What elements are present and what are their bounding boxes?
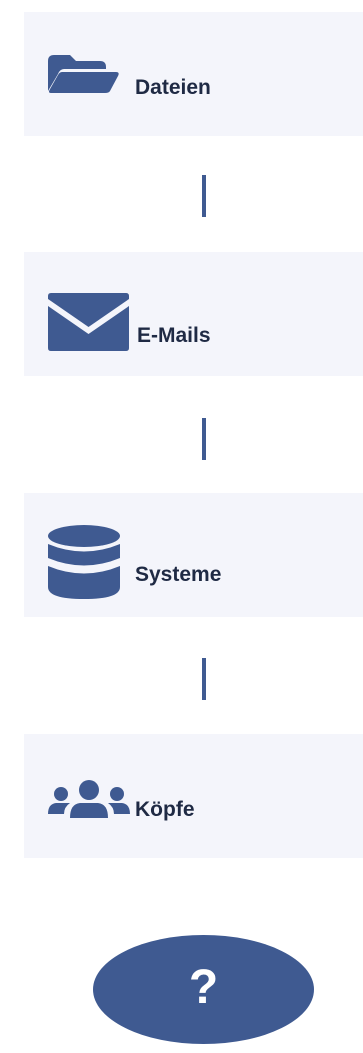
step-card-systeme: Systeme: [24, 493, 363, 617]
step-label: Dateien: [135, 76, 211, 99]
people-icon: [48, 780, 130, 818]
envelope-icon: [48, 293, 129, 351]
question-mark-icon: ?: [188, 961, 219, 1014]
step-card-koepfe: Köpfe: [24, 734, 363, 858]
folder-icon: [48, 55, 119, 93]
database-icon: [48, 525, 120, 599]
step-label: Systeme: [135, 563, 222, 586]
step-card-dateien: Dateien: [24, 12, 363, 136]
help-bubble: ?: [93, 935, 314, 1044]
step-label: E-Mails: [137, 324, 211, 347]
connector-line: [202, 175, 206, 217]
step-card-e-mails: E-Mails: [24, 252, 363, 376]
connector-line: [202, 418, 206, 460]
step-label: Köpfe: [135, 798, 195, 821]
connector-line: [202, 658, 206, 700]
